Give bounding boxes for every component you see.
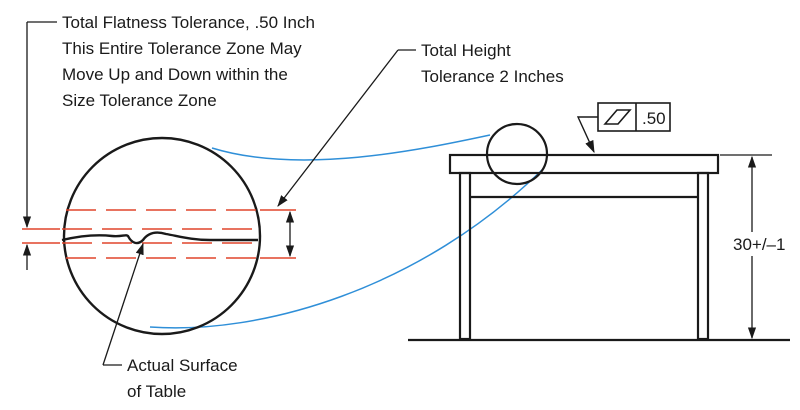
- detail-circle: [62, 136, 262, 336]
- table-top: [448, 153, 720, 175]
- table-drawing: [408, 122, 790, 342]
- feature-control-leader: [576, 116, 598, 154]
- flatness-label-line-4: Size Tolerance Zone: [62, 91, 217, 110]
- tolerance-zone-lines: [22, 209, 296, 259]
- height-tolerance-leader: [277, 49, 416, 207]
- upper-connector-line: [211, 134, 491, 161]
- flatness-symbol-icon: [603, 109, 632, 125]
- table-leg-left: [458, 171, 472, 341]
- feature-control-value: .50: [642, 109, 666, 128]
- height-dimension: 30+/–1: [720, 154, 792, 340]
- magnifier-connectors: [149, 134, 545, 329]
- table-leg-right: [696, 171, 710, 341]
- feature-control-frame: .50: [576, 102, 671, 154]
- flatness-dimension: [22, 21, 57, 270]
- table-magnifier-circle: [485, 122, 549, 186]
- surface-leader-arrow: [102, 242, 144, 366]
- height-leader-arrow: [277, 49, 399, 207]
- annotation-labels: Total Flatness Tolerance, .50 Inch This …: [62, 13, 564, 401]
- actual-surface-leader: [102, 242, 144, 366]
- flatness-label-line-1: Total Flatness Tolerance, .50 Inch: [62, 13, 315, 32]
- flatness-label-line-2: This Entire Tolerance Zone May: [62, 39, 302, 58]
- height-label-line-2: Tolerance 2 Inches: [421, 67, 564, 86]
- height-text-backing: [730, 232, 792, 256]
- height-dimension-text: 30+/–1: [733, 235, 785, 254]
- actual-surface-profile: [61, 231, 258, 245]
- surface-label-line-1: Actual Surface: [127, 356, 238, 375]
- magnified-detail: [22, 136, 296, 336]
- surface-label-line-2: of Table: [127, 382, 186, 401]
- flatness-label-line-3: Move Up and Down within the: [62, 65, 288, 84]
- height-label-line-1: Total Height: [421, 41, 511, 60]
- lower-connector-line: [149, 167, 545, 329]
